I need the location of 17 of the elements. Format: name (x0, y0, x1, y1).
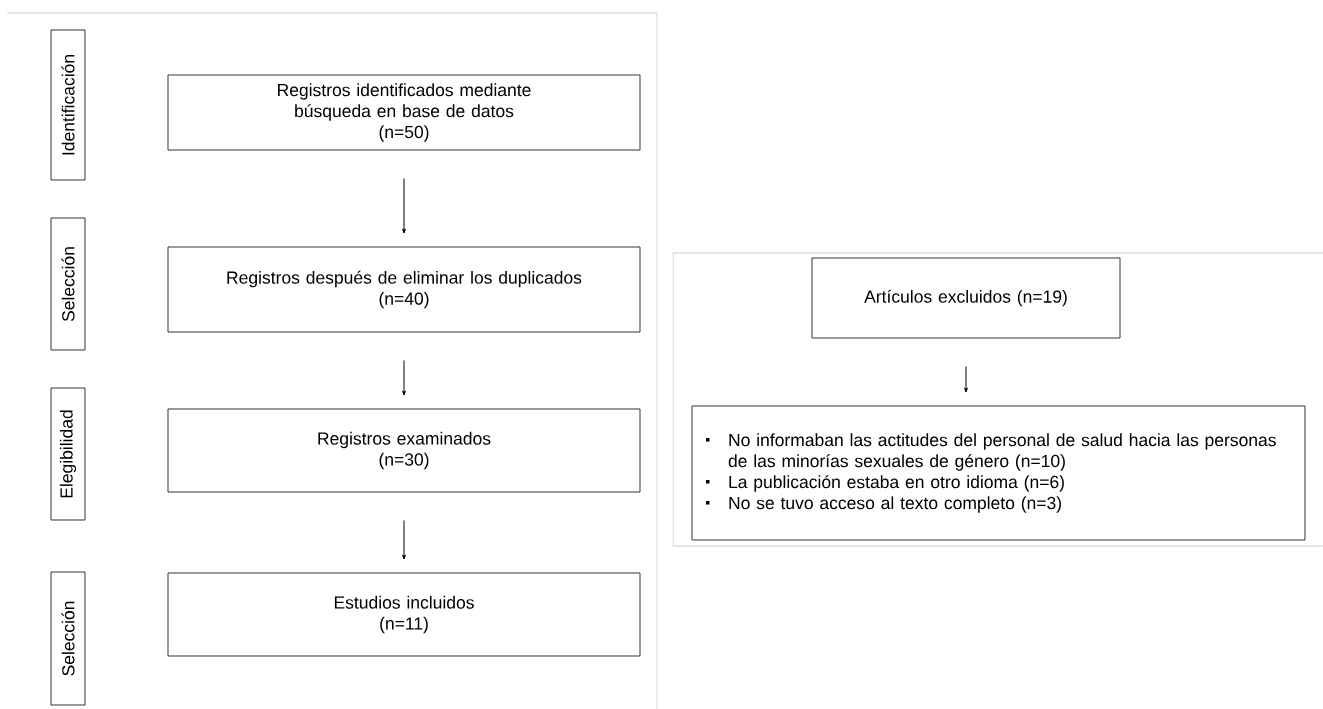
process-box: Registros examinados (n=30) (167, 408, 641, 493)
stage-label-box: Selección (50, 217, 86, 351)
process-box: Estudios incluidos (n=11) (167, 572, 641, 657)
exclusion-reasons-box (691, 405, 1306, 541)
process-box: Artículos excluidos (n=19) (811, 257, 1121, 339)
stage-label-box: Identificación (50, 29, 86, 181)
arrow (964, 366, 968, 393)
arrow (402, 360, 406, 396)
process-box: Registros después de eliminar los duplicados (n=40) (167, 246, 641, 333)
arrow (402, 178, 406, 234)
stage-label-box: Selección (50, 571, 86, 706)
list-item: No se tuvo acceso al texto completo (n=3) (706, 496, 1061, 513)
list-item: No informaban las actitudes del personal de salud hacia las personas de las minorías sexuales de género (n=10) (706, 433, 1276, 471)
process-box: Registros identificados mediante búsqueda en base de datos (n=50) (167, 74, 641, 151)
list-item: La publicación estaba en otro idioma (n=6) (706, 475, 1064, 492)
arrow (402, 520, 406, 560)
stage-label-box: Elegibilidad (50, 387, 86, 521)
